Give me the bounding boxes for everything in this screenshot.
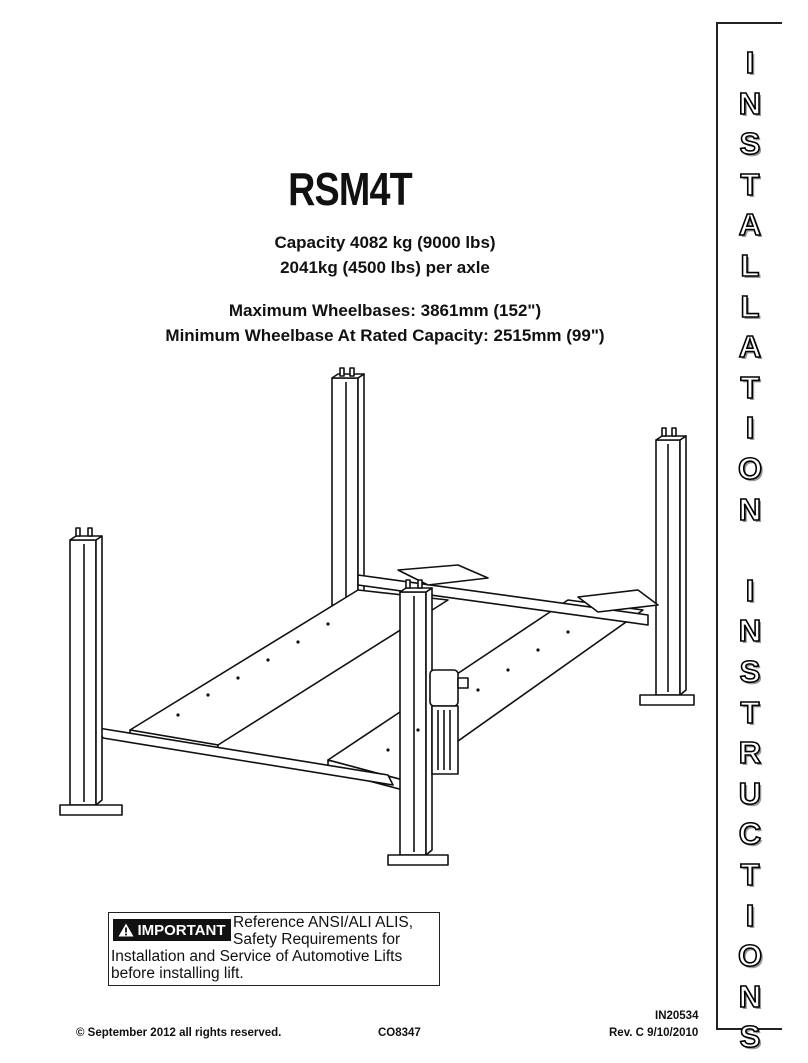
document-number: IN20534 (655, 1010, 699, 1022)
wheelbase-spec: Maximum Wheelbases: 3861mm (152") Minimu… (0, 298, 770, 348)
sidebar-letter: O (737, 451, 763, 487)
capacity-spec: Capacity 4082 kg (9000 lbs) 2041kg (4500… (0, 230, 770, 280)
axle-capacity-line: 2041kg (4500 lbs) per axle (280, 258, 490, 277)
max-wheelbase-line: Maximum Wheelbases: 3861mm (152") (228, 301, 542, 320)
catalog-code: CO8347 (378, 1027, 421, 1039)
sidebar-letter: O (737, 938, 763, 974)
warning-triangle-icon (118, 923, 134, 937)
model-title: RSM4T (288, 163, 413, 215)
sidebar-letter: I (745, 410, 755, 446)
sidebar-letter: I (745, 572, 755, 608)
sidebar-letter: S (739, 126, 761, 162)
sidebar-letter: S (739, 1019, 761, 1055)
notice-line-3: Installation and Service of Automotive L… (111, 948, 403, 965)
sidebar-letter: T (740, 857, 761, 893)
notice-line-1: Reference ANSI/ALI ALIS, (233, 914, 414, 931)
capacity-line: Capacity 4082 kg (9000 lbs) (274, 233, 496, 252)
sidebar-letter: T (740, 166, 761, 202)
sidebar-letter: S (739, 654, 761, 690)
lift-illustration (59, 367, 695, 866)
revision: Rev. C 9/10/2010 (609, 1027, 699, 1039)
post-back-right (639, 435, 695, 706)
sidebar-letter: L (740, 248, 761, 284)
copyright: © September 2012 all rights reserved. (76, 1027, 282, 1039)
sidebar-letter: N (738, 491, 762, 527)
post-front-right (387, 587, 449, 866)
notice-line-4: before installing lift. (111, 965, 244, 982)
sidebar-letter: I (745, 45, 755, 81)
post-front-left (59, 535, 123, 816)
sidebar-letter: N (738, 85, 762, 121)
min-wheelbase-line: Minimum Wheelbase At Rated Capacity: 251… (165, 326, 605, 345)
sidebar-letter: T (740, 694, 761, 730)
sidebar-letter: N (738, 978, 762, 1014)
post-back-left (331, 373, 365, 606)
sidebar-letter: T (740, 369, 761, 405)
sidebar-letter: I (745, 897, 755, 933)
sidebar-letter: U (738, 775, 762, 811)
notice-line-2: Safety Requirements for (233, 931, 401, 948)
power-unit (429, 669, 469, 775)
sidebar-letter: R (738, 735, 762, 771)
sidebar-letter: C (738, 816, 762, 852)
sidebar-letter: L (740, 288, 761, 324)
important-badge: IMPORTANT (113, 919, 231, 941)
sidebar-letter: A (738, 329, 762, 365)
important-label: IMPORTANT (137, 921, 226, 939)
important-notice: IMPORTANT Reference ANSI/ALI ALIS, Safet… (108, 912, 440, 986)
sidebar-letter: N (738, 613, 762, 649)
sidebar-letter: A (738, 207, 762, 243)
